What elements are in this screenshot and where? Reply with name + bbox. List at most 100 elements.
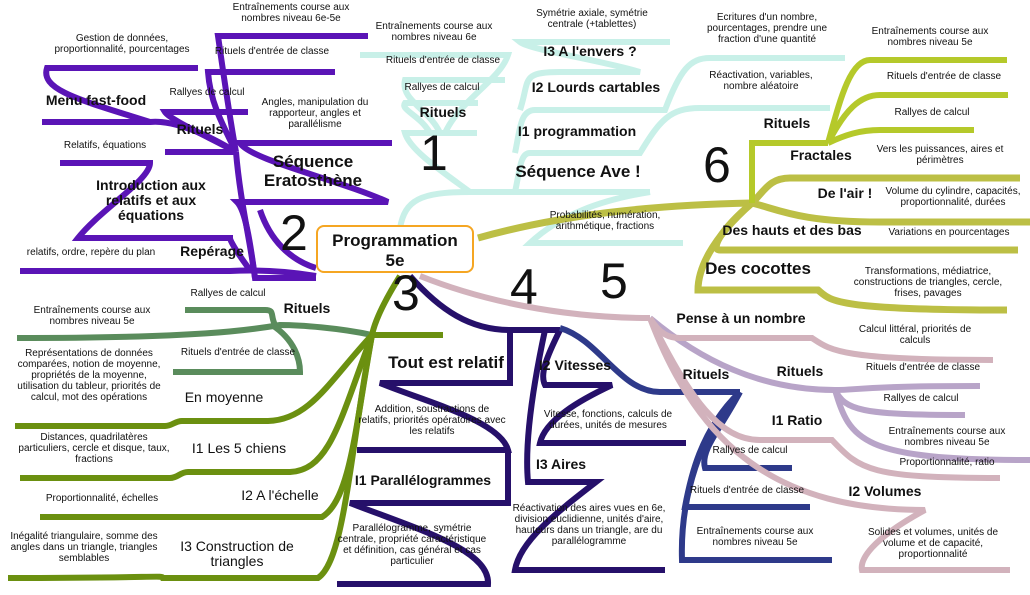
node-label[interactable]: I3 A l'envers ? xyxy=(543,43,637,59)
branch-6-hauts-line xyxy=(751,199,1030,226)
node-text[interactable]: Réactivation des aires vues en 6e, divis… xyxy=(512,503,666,547)
branch-1-lines xyxy=(360,39,845,246)
branch-1-rituels-line xyxy=(400,130,477,195)
node-text[interactable]: Entraînements course aux nombres niveau … xyxy=(696,526,814,548)
lavender-sub-2 xyxy=(832,389,1030,463)
branch-2-rituels-sub-1 xyxy=(204,69,335,154)
node-label[interactable]: Rituels xyxy=(682,366,730,382)
branch-2-fastfood-sub xyxy=(43,65,198,125)
node-label[interactable]: I3 Aires xyxy=(535,456,587,472)
node-text[interactable]: Entraînements course aux nombres niveau … xyxy=(871,26,989,48)
node-label[interactable]: I1 Parallélogrammes xyxy=(354,472,492,488)
node-text[interactable]: Rituels d'entrée de classe xyxy=(865,362,981,373)
node-text[interactable]: Rituels d'entrée de classe xyxy=(385,55,501,66)
node-text[interactable]: Réactivation, variables, nombre aléatoir… xyxy=(709,70,813,92)
node-label[interactable]: I1 programmation xyxy=(517,123,637,139)
node-label[interactable]: Tout est relatif xyxy=(388,353,504,372)
node-text[interactable]: Calcul littéral, priorités de calculs xyxy=(858,324,972,346)
branch-6-trunk xyxy=(477,199,753,242)
node-text[interactable]: Rallyes de calcul xyxy=(169,87,245,98)
node-text[interactable]: Entraînements course aux nombres niveau … xyxy=(888,426,1006,448)
node-text[interactable]: Proportionnalité, échelles xyxy=(45,493,159,504)
branch-2-rituels-sub-3 xyxy=(214,33,368,153)
node-label[interactable]: Séquence Ave ! xyxy=(515,162,641,181)
branch-1-i3-line xyxy=(511,39,670,111)
node-label[interactable]: Introduction aux relatifs et aux équatio… xyxy=(96,177,206,223)
branch-number-5: 5 xyxy=(600,253,628,309)
branch-5-rituels-sub-1 xyxy=(701,390,792,471)
node-label[interactable]: De l'air ! xyxy=(817,185,873,201)
lavender-lines xyxy=(648,315,1030,463)
central-title: Programmation xyxy=(332,231,458,250)
node-text[interactable]: Parallélogramme, symétrie centrale, prop… xyxy=(337,523,487,567)
node-label[interactable]: Rituels xyxy=(419,104,467,120)
node-text[interactable]: Vers les puissances, aires et périmètres xyxy=(876,144,1004,166)
node-text[interactable]: Inégalité triangulaire, somme des angles… xyxy=(10,531,158,564)
node-text[interactable]: Ecritures d'un nombre, pourcentages, pre… xyxy=(706,12,828,45)
node-label[interactable]: Fractales xyxy=(790,147,852,163)
node-text[interactable]: Angles, manipulation du rapporteur, angl… xyxy=(261,97,369,130)
node-text[interactable]: Relatifs, équations xyxy=(63,140,147,151)
branch-3-triangles-line xyxy=(7,334,375,581)
node-text[interactable]: Proportionnalité, ratio xyxy=(899,457,995,468)
node-label[interactable]: Des hauts et des bas xyxy=(722,222,862,238)
branch-4-relatif-line xyxy=(357,330,513,453)
branch-3-chiens-line xyxy=(20,333,375,481)
node-label[interactable]: Rituels xyxy=(776,363,824,379)
node-text[interactable]: Entraînements course aux nombres niveau … xyxy=(33,305,151,327)
node-label[interactable]: Rituels xyxy=(176,121,224,137)
node-text[interactable]: Solides et volumes, unités de volume et … xyxy=(867,527,999,560)
node-label[interactable]: I1 Ratio xyxy=(771,412,823,428)
branch-5-rituels-lines xyxy=(559,325,832,563)
node-text[interactable]: Rituels d'entrée de classe xyxy=(180,347,296,358)
branch-1-i2-line xyxy=(512,55,845,154)
node-label[interactable]: I2 Volumes xyxy=(848,483,922,499)
node-label[interactable]: I2 Lourds cartables xyxy=(531,79,661,95)
node-text[interactable]: Rituels d'entrée de classe xyxy=(214,46,330,57)
node-text[interactable]: Probabilités, numération, arithmétique, … xyxy=(549,210,661,232)
node-text[interactable]: relatifs, ordre, repère du plan xyxy=(26,247,156,258)
branch-3-moyenne-line xyxy=(15,332,375,429)
node-text[interactable]: Rallyes de calcul xyxy=(712,445,788,456)
node-text[interactable]: Distances, quadrilatères particuliers, c… xyxy=(18,432,170,465)
node-label[interactable]: Séquence Eratosthène xyxy=(263,152,363,190)
branch-1-proba-line xyxy=(522,189,683,246)
node-label[interactable]: Des cocottes xyxy=(705,259,811,278)
node-label[interactable]: Menu fast-food xyxy=(45,92,147,108)
node-label[interactable]: I2 A l'échelle xyxy=(241,487,319,503)
node-label[interactable]: Rituels xyxy=(763,115,811,131)
node-text[interactable]: Vitesse, fonctions, calculs de durées, u… xyxy=(543,409,673,431)
branch-4-para-line xyxy=(337,450,511,587)
node-text[interactable]: Volume du cylindre, capacités, proportio… xyxy=(885,186,1021,208)
node-text[interactable]: Rallyes de calcul xyxy=(190,288,266,299)
node-text[interactable]: Rallyes de calcul xyxy=(404,82,480,93)
node-text[interactable]: Entraînements course aux nombres niveau … xyxy=(375,21,493,43)
node-text[interactable]: Symétrie axiale, symétrie centrale (+tab… xyxy=(536,8,648,30)
branch-number-2: 2 xyxy=(280,205,308,261)
node-text[interactable]: Rituels d'entrée de classe xyxy=(689,485,805,496)
branch-number-6: 6 xyxy=(703,137,731,193)
node-label[interactable]: Pense à un nombre xyxy=(676,310,806,326)
node-text[interactable]: Gestion de données, proportionnalité, po… xyxy=(54,33,190,55)
node-label[interactable]: Repérage xyxy=(180,243,244,259)
node-text[interactable]: Addition, soustractions de relatifs, pri… xyxy=(358,404,506,437)
node-label[interactable]: I1 Les 5 chiens xyxy=(191,440,287,456)
node-label[interactable]: En moyenne xyxy=(184,389,264,405)
branch-6-rituels-sub-1 xyxy=(825,57,1007,144)
node-text[interactable]: Rituels d'entrée de classe xyxy=(886,71,1002,82)
branch-1-rituels-sub-2 xyxy=(360,52,513,135)
pink-pense-line xyxy=(647,316,994,363)
node-text[interactable]: Variations en pourcentages xyxy=(888,227,1010,238)
node-text[interactable]: Entraînements course aux nombres niveau … xyxy=(232,2,350,24)
branch-2-fastfood-line xyxy=(42,118,238,155)
node-text[interactable]: Rallyes de calcul xyxy=(883,393,959,404)
node-text[interactable]: Représentations de données comparées, no… xyxy=(17,348,161,403)
node-label[interactable]: I2 Vitesses xyxy=(538,357,612,373)
branch-1-trunk xyxy=(397,189,515,229)
node-text[interactable]: Rallyes de calcul xyxy=(894,107,970,118)
node-text[interactable]: Transformations, médiatrice, constructio… xyxy=(853,266,1003,299)
node-label[interactable]: I3 Construction de triangles xyxy=(180,538,294,569)
node-label[interactable]: Rituels xyxy=(283,300,331,316)
